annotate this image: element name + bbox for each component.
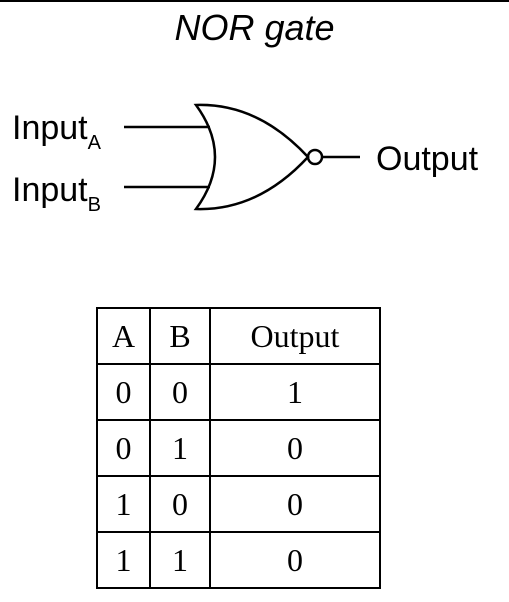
cell-output: 0 [209, 531, 381, 589]
input-a-label: InputA [12, 108, 101, 163]
header-b: B [149, 307, 211, 365]
cell-a: 1 [96, 531, 151, 589]
cell-a: 1 [96, 475, 151, 533]
table-row: 1 0 0 [96, 475, 381, 533]
nor-gate-body [193, 103, 310, 211]
header-a: A [96, 307, 151, 365]
cell-b: 1 [149, 419, 211, 477]
input-a-subscript: A [87, 132, 101, 154]
cell-a: 0 [96, 419, 151, 477]
truth-table-header-row: A B Output [96, 307, 381, 365]
cell-output: 0 [209, 475, 381, 533]
input-b-name: Input [12, 171, 88, 209]
output-label: Output [376, 140, 479, 178]
input-b-subscript: B [87, 194, 101, 216]
table-row: 0 1 0 [96, 419, 381, 477]
input-a-name: Input [12, 109, 88, 147]
inversion-bubble [306, 148, 324, 166]
diagram-title: NOR gate [174, 7, 335, 48]
top-rule [0, 0, 509, 2]
cell-b: 1 [149, 531, 211, 589]
nor-gate-diagram [124, 103, 360, 211]
cell-output: 1 [209, 363, 381, 421]
truth-table: A B Output 0 0 1 0 1 0 1 0 0 1 1 0 [96, 307, 381, 589]
cell-b: 0 [149, 475, 211, 533]
input-b-label: InputB [12, 170, 101, 225]
cell-output: 0 [209, 419, 381, 477]
header-output: Output [209, 307, 381, 365]
table-row: 1 1 0 [96, 531, 381, 589]
table-row: 0 0 1 [96, 363, 381, 421]
cell-b: 0 [149, 363, 211, 421]
cell-a: 0 [96, 363, 151, 421]
